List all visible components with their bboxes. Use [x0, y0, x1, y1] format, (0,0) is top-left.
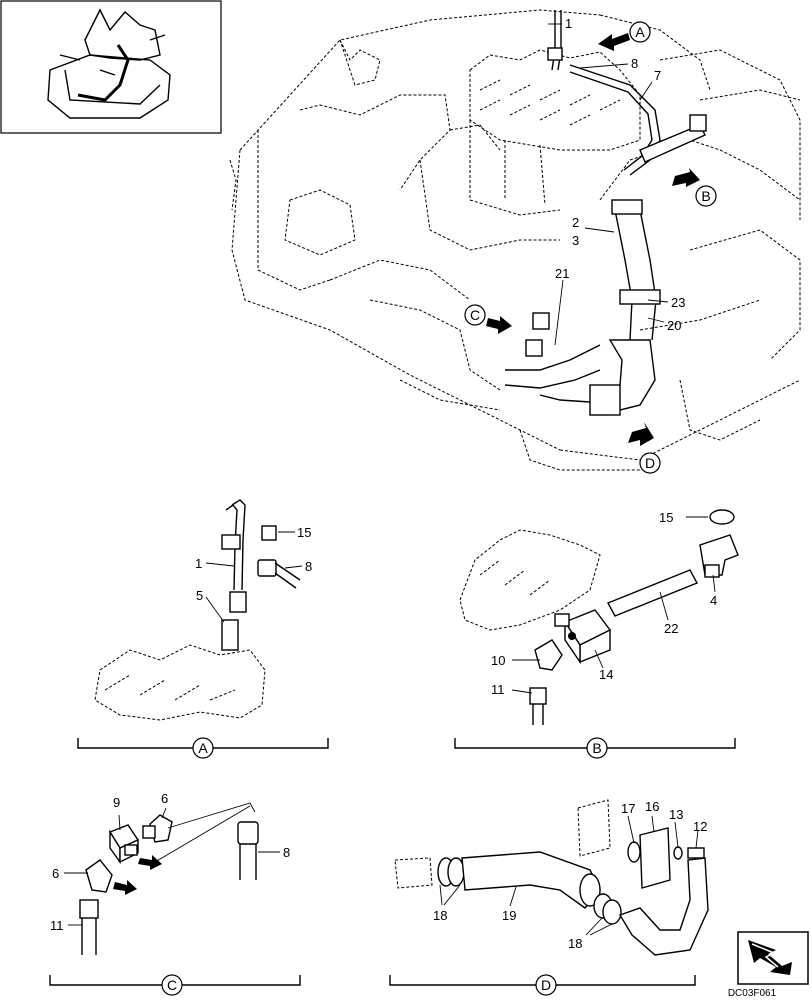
marker-a-label: A [635, 24, 645, 40]
view-bracket-b: B [454, 737, 736, 759]
callout-d-19: 19 [502, 908, 516, 923]
bracket-c-label: C [167, 977, 177, 993]
callout-7: 7 [654, 68, 661, 83]
main-assembly-view [229, 9, 801, 471]
view-bracket-c: C [49, 974, 301, 996]
callout-c-9: 9 [113, 795, 120, 810]
callout-c-6-bottom: 6 [52, 866, 59, 881]
view-marker-b-main[interactable]: B [672, 168, 717, 207]
view-marker-a-main[interactable]: A [598, 21, 651, 51]
callout-c-11: 11 [50, 918, 64, 933]
detail-c: 9 6 6 8 11 [50, 791, 290, 955]
bracket-b-label: B [592, 740, 601, 756]
page-turn-arrow-icon[interactable] [737, 931, 809, 985]
callout-23: 23 [671, 295, 685, 310]
callout-b-11: 11 [491, 682, 505, 697]
marker-b-label: B [701, 188, 710, 204]
main-callouts: 1 8 7 2 3 21 23 20 [548, 16, 685, 346]
callout-a-5: 5 [196, 588, 203, 603]
callout-20: 20 [667, 318, 681, 333]
view-marker-d-main[interactable]: D [628, 422, 661, 474]
marker-c-label: C [470, 307, 480, 323]
callout-d-18-left: 18 [433, 908, 447, 923]
detail-b: 15 4 22 14 10 11 [459, 509, 739, 725]
drawing-code: DC03F061 [728, 988, 777, 999]
callout-d-18-right: 18 [568, 936, 582, 951]
view-bracket-a: A [77, 737, 329, 759]
callout-a-8: 8 [305, 559, 312, 574]
marker-d-label: D [645, 455, 655, 471]
view-bracket-d: D [389, 974, 696, 996]
callout-b-4: 4 [710, 593, 717, 608]
callout-d-12: 12 [693, 819, 707, 834]
callout-2: 2 [572, 215, 579, 230]
callout-c-6-top: 6 [161, 791, 168, 806]
inset-thumbnail [0, 0, 222, 134]
callout-b-15: 15 [659, 510, 673, 525]
callout-1: 1 [565, 16, 572, 31]
callout-8: 8 [631, 56, 638, 71]
callout-a-15: 15 [297, 525, 311, 540]
detail-a: 15 8 1 5 [94, 499, 312, 721]
view-marker-c-main[interactable]: C [464, 304, 512, 334]
callout-c-8: 8 [283, 845, 290, 860]
callout-b-22: 22 [664, 621, 678, 636]
bracket-a-label: A [198, 740, 208, 756]
callout-d-13: 13 [669, 807, 683, 822]
callout-b-14: 14 [599, 667, 613, 682]
detail-d: 17 16 13 12 18 19 18 [394, 799, 709, 956]
callout-d-17: 17 [621, 801, 635, 816]
callout-b-10: 10 [491, 653, 505, 668]
bracket-d-label: D [541, 977, 551, 993]
callout-3: 3 [572, 233, 579, 248]
callout-a-1: 1 [195, 556, 202, 571]
callout-d-16: 16 [645, 799, 659, 814]
callout-21: 21 [555, 266, 569, 281]
